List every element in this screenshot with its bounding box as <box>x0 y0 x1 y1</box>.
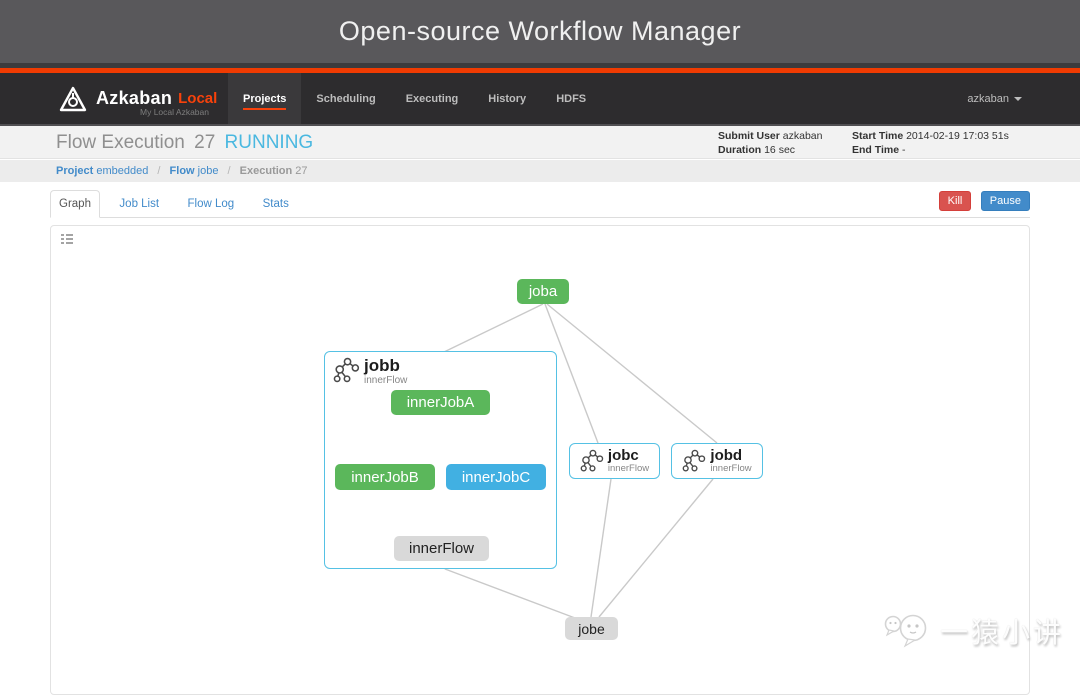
status-badge: RUNNING <box>224 132 314 153</box>
user-name: azkaban <box>967 92 1009 105</box>
accent-bar <box>0 68 1080 73</box>
job-node-innerJobA[interactable]: innerJobA <box>391 390 490 415</box>
breadcrumb-bar: Project embedded / Flow jobe / Execution… <box>0 160 1080 182</box>
flow-icon <box>333 357 360 383</box>
tab-flow-log[interactable]: Flow Log <box>187 198 235 210</box>
azkaban-logo[interactable]: Azkaban Local <box>58 73 217 124</box>
kill-button[interactable]: Kill <box>938 191 972 211</box>
navbar: Azkaban Local My Local Azkaban Projects … <box>0 73 1080 126</box>
meta-left: Submit User azkaban Duration 16 sec <box>718 130 823 156</box>
execution-title: Flow Execution 27 RUNNING <box>56 132 314 153</box>
breadcrumb-flow[interactable]: Flow jobe <box>169 165 219 177</box>
main-nav: Projects Scheduling Executing History HD… <box>228 73 601 124</box>
brand-name: Azkaban <box>96 88 173 108</box>
flow-icon <box>683 449 706 472</box>
embedded-flow-jobd[interactable]: jobd innerFlow <box>671 443 763 479</box>
nav-item-projects[interactable]: Projects <box>228 73 302 124</box>
embedded-flow-jobc[interactable]: jobc innerFlow <box>569 443 660 479</box>
brand-mode: Local <box>178 90 218 107</box>
page-title: Open-source Workflow Manager <box>0 0 1080 63</box>
caret-down-icon <box>1014 96 1022 101</box>
meta-right: Start Time 2014-02-19 17:03 51s End Time… <box>852 130 1009 156</box>
job-node-jobe[interactable]: jobe <box>565 617 618 640</box>
user-menu[interactable]: azkaban <box>967 73 1022 124</box>
embedded-flow-jobb[interactable]: jobb innerFlow innerJobA innerJobB inner… <box>324 351 557 569</box>
jobb-header: jobb innerFlow <box>333 357 407 386</box>
flow-actions: Kill Pause <box>938 191 1030 211</box>
breadcrumb: Project embedded / Flow jobe / Execution… <box>56 165 308 177</box>
brand-subtitle: My Local Azkaban <box>140 107 209 117</box>
tab-job-list[interactable]: Job List <box>119 198 160 210</box>
flow-icon <box>580 449 604 472</box>
job-node-joba[interactable]: joba <box>517 279 569 304</box>
graph-options-icon[interactable] <box>60 232 74 246</box>
breadcrumb-execution: Execution 27 <box>239 165 308 177</box>
nav-item-history[interactable]: History <box>488 92 527 105</box>
chat-monkey-icon <box>884 614 927 648</box>
tab-graph[interactable]: Graph <box>50 190 100 218</box>
execution-id: 27 <box>194 132 216 153</box>
tab-stats[interactable]: Stats <box>262 198 289 210</box>
pause-button[interactable]: Pause <box>980 191 1030 211</box>
job-node-innerJobB[interactable]: innerJobB <box>335 464 435 490</box>
nav-item-hdfs[interactable]: HDFS <box>556 92 587 105</box>
nav-item-executing[interactable]: Executing <box>405 92 459 105</box>
nav-item-scheduling[interactable]: Scheduling <box>316 92 376 105</box>
job-node-innerJobC[interactable]: innerJobC <box>446 464 546 490</box>
watermark: 一猿小讲 <box>882 611 1064 651</box>
breadcrumb-project[interactable]: Project embedded <box>56 165 149 177</box>
execution-header: Flow Execution 27 RUNNING Submit User az… <box>0 126 1080 159</box>
watermark-text: 一猿小讲 <box>939 617 1064 648</box>
azkaban-logo-icon <box>59 86 87 111</box>
tab-bar: Graph Job List Flow Log Stats <box>50 190 1030 218</box>
job-node-innerFlow[interactable]: innerFlow <box>394 536 489 561</box>
banner-divider <box>0 63 1080 68</box>
